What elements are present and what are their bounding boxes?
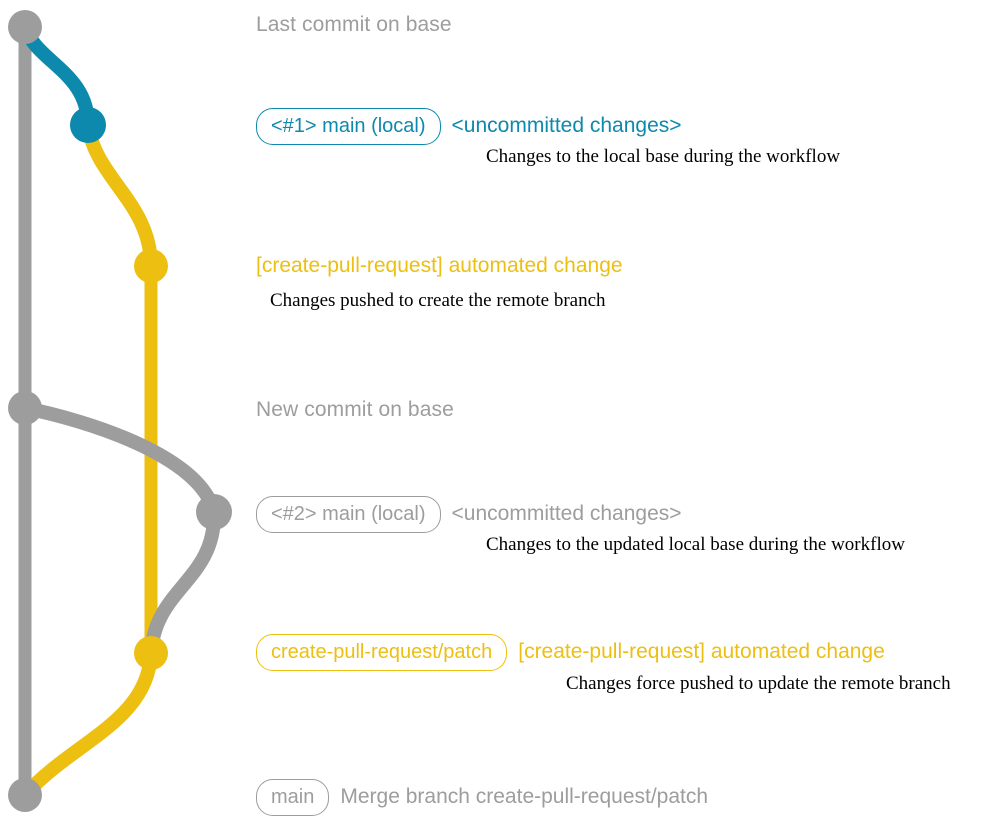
- edge-remote-2-to-merge: [18, 646, 158, 802]
- commit-row-last-commit-on-base: Last commit on base: [256, 12, 452, 38]
- commit-row-local-2: <#2> main (local) <uncommitted changes>: [256, 496, 682, 533]
- commit-description-automated-change-2: Changes force pushed to update the remot…: [566, 673, 951, 694]
- edge-local-2-to-remote-2: [144, 505, 222, 660]
- commit-subject-local-2: <uncommitted changes>: [451, 502, 682, 525]
- commit-node-base-last[interactable]: [8, 10, 42, 44]
- branch-chip-local-1[interactable]: <#1> main (local): [256, 108, 441, 145]
- commit-node-base-new[interactable]: [8, 391, 42, 425]
- commit-node-remote-1[interactable]: [134, 249, 168, 283]
- commit-node-merge[interactable]: [8, 778, 42, 812]
- commit-row-automated-change-2: create-pull-request/patch [create-pull-r…: [256, 634, 885, 671]
- commit-description-automated-change-1: Changes pushed to create the remote bran…: [270, 290, 606, 311]
- commit-node-local-2[interactable]: [196, 494, 232, 530]
- commit-row-local-1: <#1> main (local) <uncommitted changes>: [256, 108, 682, 145]
- commit-node-local-1[interactable]: [70, 107, 106, 143]
- commit-row-new-commit-on-base: New commit on base: [256, 397, 454, 423]
- commit-subject-local-1: <uncommitted changes>: [451, 114, 682, 137]
- commit-subject-last-commit-on-base: Last commit on base: [256, 13, 452, 36]
- commit-subject-merge: Merge branch create-pull-request/patch: [340, 785, 709, 808]
- branch-chip-local-2[interactable]: <#2> main (local): [256, 496, 441, 533]
- commit-node-remote-2[interactable]: [134, 636, 168, 670]
- edge-local-1-to-remote-1: [81, 118, 158, 273]
- branch-chip-main[interactable]: main: [256, 779, 330, 816]
- commit-subject-new-commit-on-base: New commit on base: [256, 398, 454, 421]
- commit-row-merge: main Merge branch create-pull-request/pa…: [256, 779, 708, 816]
- branch-chip-create-pull-request-patch[interactable]: create-pull-request/patch: [256, 634, 508, 671]
- commit-subject-automated-change-2: [create-pull-request] automated change: [518, 640, 885, 663]
- commit-subject-automated-change-1: [create-pull-request] automated change: [256, 254, 623, 277]
- commit-description-local-2: Changes to the updated local base during…: [486, 534, 905, 555]
- commit-description-local-1: Changes to the local base during the wor…: [486, 146, 841, 167]
- edge-base-to-local-2: [18, 401, 221, 519]
